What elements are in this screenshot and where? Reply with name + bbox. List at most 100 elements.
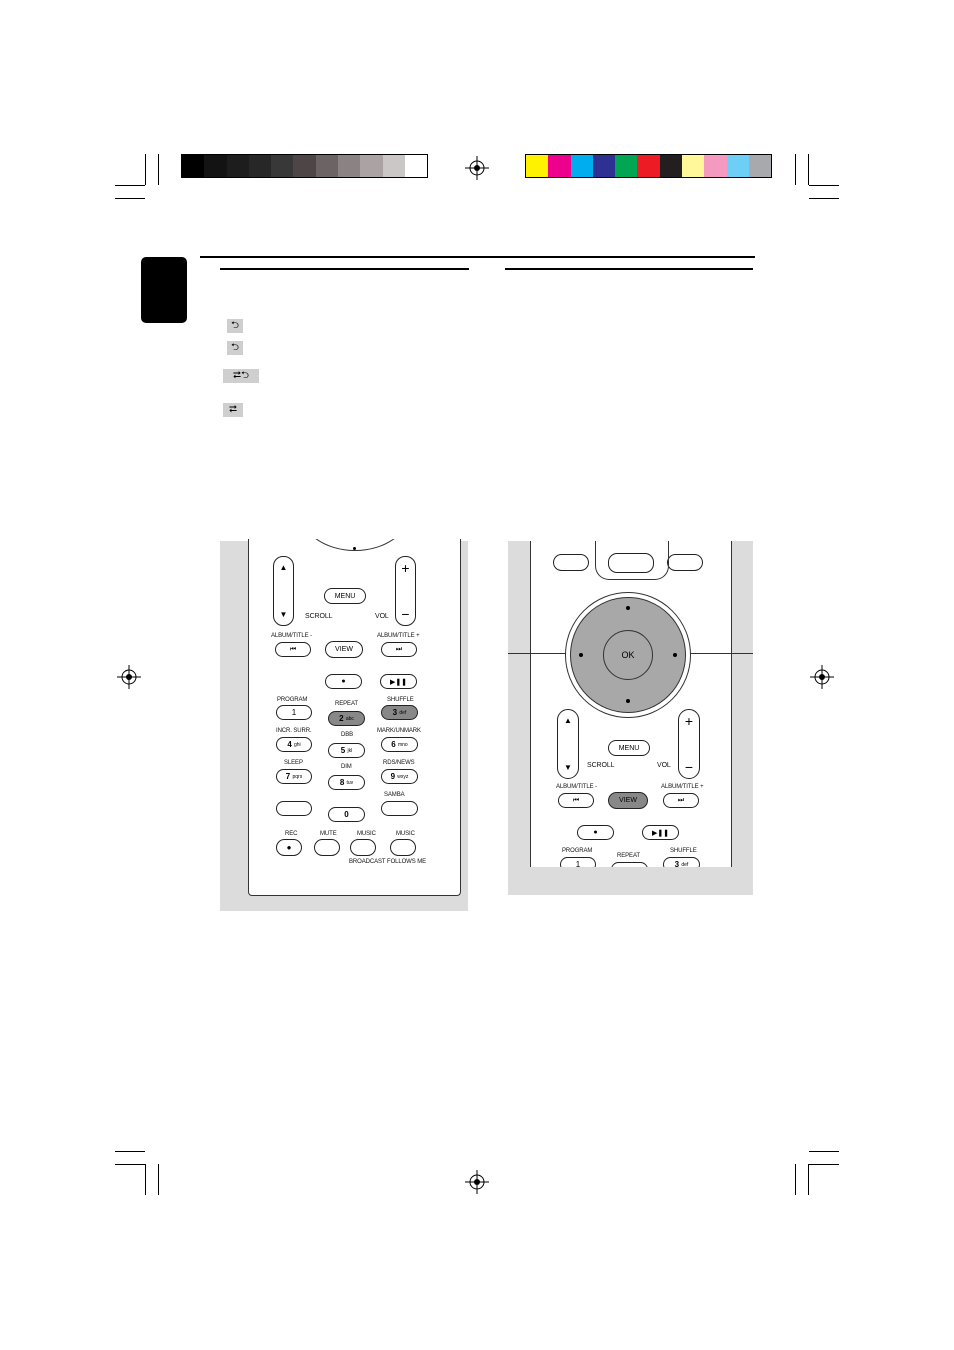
repeat-one-icon: ⮌ [227, 319, 243, 333]
minus-icon: − [401, 606, 410, 622]
top-button-left[interactable] [553, 554, 589, 571]
program-label: PROGRAM [277, 697, 308, 703]
right-column-rule [505, 268, 753, 270]
menu-button[interactable]: MENU [608, 740, 650, 756]
broadcast-label: BROADCAST [349, 859, 386, 865]
color-swatch [315, 155, 339, 177]
follows-me-label: FOLLOWS ME [387, 859, 427, 865]
crop-mark [115, 1164, 145, 1165]
crop-mark [809, 198, 839, 199]
color-swatch [748, 155, 772, 177]
shuffle-button[interactable]: 3 def [381, 705, 418, 720]
mark-unmark-label: MARK/UNMARK [377, 728, 421, 734]
stop-button[interactable]: ● [325, 674, 362, 689]
key-8[interactable]: 8 tuv [328, 775, 365, 790]
crop-mark [145, 154, 146, 185]
key-0[interactable]: 0 [328, 807, 365, 822]
scroll-button[interactable]: ▲ ▼ [557, 709, 579, 779]
minus-icon: − [684, 759, 694, 775]
color-swatch [204, 155, 227, 177]
nav-wheel[interactable]: OK [565, 592, 691, 718]
key-6[interactable]: 6 mno [381, 737, 418, 752]
registration-mark-icon [465, 156, 489, 180]
top-button-center[interactable] [608, 553, 654, 573]
left-column-rule [220, 268, 469, 270]
color-swatch [659, 155, 683, 177]
plus-icon: + [401, 560, 410, 576]
crop-mark [808, 1164, 809, 1195]
view-button[interactable]: VIEW [325, 641, 363, 658]
registration-mark-icon [810, 665, 834, 689]
crop-mark [158, 154, 159, 185]
crop-mark [115, 185, 145, 186]
samba-button[interactable] [381, 801, 418, 816]
previous-button[interactable]: ⏮ [558, 793, 594, 808]
broadcast-button[interactable] [350, 839, 376, 856]
shuffle-label: SHUFFLE [387, 697, 414, 703]
color-swatch [570, 155, 593, 177]
top-button-right[interactable] [667, 554, 703, 571]
scroll-label: SCROLL [587, 762, 615, 769]
color-swatch [248, 155, 272, 177]
shuffle-label: SHUFFLE [670, 848, 697, 854]
album-next-label: ALBUM/TITLE + [661, 784, 704, 790]
remote-body: ▲ ▼ SCROLL + − VOL MENU ALBUM/TITLE - AL… [248, 539, 461, 896]
menu-button[interactable]: MENU [324, 588, 366, 604]
repeat-button[interactable]: 2 abc [328, 711, 365, 726]
key-1[interactable]: 1 [276, 705, 312, 720]
color-swatch [682, 155, 705, 177]
color-swatch [382, 155, 405, 177]
scroll-button[interactable]: ▲ ▼ [273, 556, 294, 626]
color-swatch [704, 155, 727, 177]
mute-button[interactable] [314, 839, 340, 856]
color-swatch [338, 155, 361, 177]
next-button[interactable]: ⏭ [663, 793, 699, 808]
ok-button[interactable]: OK [603, 630, 653, 680]
repeat-all-icon: ⮂ [223, 403, 243, 417]
down-arrow-icon: ▼ [564, 763, 572, 772]
crop-mark [808, 154, 809, 185]
view-button[interactable]: VIEW [608, 792, 648, 809]
remote-illustration-left: ▲ ▼ SCROLL + − VOL MENU ALBUM/TITLE - AL… [220, 539, 468, 911]
repeat-label: REPEAT [335, 701, 358, 707]
key-9[interactable]: 9 wxyz [381, 769, 418, 784]
crop-mark [809, 1151, 839, 1152]
mute-label: MUTE [320, 831, 337, 837]
sleep-label: SLEEP [284, 760, 303, 766]
volume-button[interactable]: + − [395, 556, 416, 626]
repeat-album-shuffle-icon: ⮂⮌ [223, 369, 259, 383]
remote-illustration-right: OK ▲ ▼ SCROLL + − VOL MENU ALBUM/TITLE -… [508, 541, 753, 895]
rec-button[interactable]: ● [276, 839, 302, 856]
program-label: PROGRAM [562, 848, 593, 854]
crop-mark [795, 1164, 796, 1195]
stop-button[interactable]: ● [577, 825, 614, 840]
volume-button[interactable]: + − [678, 709, 700, 779]
grayscale-bar [181, 154, 429, 178]
rds-news-label: RDS/NEWS [383, 760, 415, 766]
color-swatch [637, 155, 660, 177]
up-arrow-icon: ▲ [564, 716, 572, 725]
color-swatch [592, 155, 616, 177]
music-follows-label: MUSIC [396, 831, 415, 837]
samba-label: SAMBA [384, 792, 405, 798]
crop-mark [145, 1164, 146, 1195]
key-5[interactable]: 5 jkl [328, 743, 365, 758]
previous-button[interactable]: ⏮ [275, 642, 311, 657]
blank-button[interactable] [276, 801, 312, 816]
color-swatch [726, 155, 749, 177]
key-7[interactable]: 7 pqrs [276, 769, 312, 784]
follows-me-button[interactable] [390, 839, 416, 856]
language-tab [141, 257, 187, 323]
color-swatch [404, 155, 428, 177]
crop-mark [158, 1164, 159, 1195]
crop-mark [795, 154, 796, 185]
play-pause-button[interactable]: ▶❚❚ [642, 825, 679, 840]
down-arrow-icon: ▼ [279, 610, 288, 619]
play-pause-button[interactable]: ▶❚❚ [380, 674, 417, 689]
next-button[interactable]: ⏭ [381, 642, 417, 657]
key-4[interactable]: 4 ghi [276, 737, 312, 752]
vol-label: VOL [375, 613, 389, 620]
registration-mark-icon [465, 1170, 489, 1194]
album-prev-label: ALBUM/TITLE - [556, 784, 598, 790]
crop-mark [809, 185, 839, 186]
